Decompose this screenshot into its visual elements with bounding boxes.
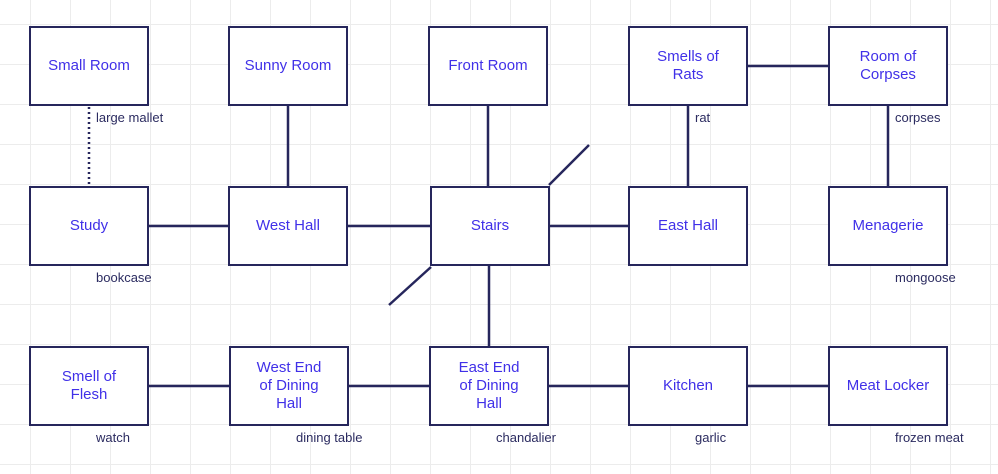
object-label-menagerie: mongoose [895,270,956,285]
room-name-west-hall: West Hall [256,217,320,234]
room-name-kitchen: Kitchen [662,377,714,394]
room-east-end-dining[interactable]: East End of Dining Hall [429,346,549,426]
object-label-study: bookcase [96,270,152,285]
room-study[interactable]: Study [29,186,149,266]
room-name-front-room: Front Room [448,57,528,74]
room-small-room[interactable]: Small Room [29,26,149,106]
room-stairs[interactable]: Stairs [430,186,550,266]
room-room-of-corpses[interactable]: Room of Corpses [828,26,948,106]
room-front-room[interactable]: Front Room [428,26,548,106]
room-name-smells-of-rats: Smells of Rats [657,48,719,83]
room-name-east-hall: East Hall [657,217,719,234]
object-label-smells-of-rats: rat [695,110,711,125]
object-label-room-of-corpses: corpses [895,110,941,125]
object-label-smell-of-flesh: watch [96,430,130,445]
room-name-west-end-dining: West End of Dining Hall [256,359,322,412]
room-name-small-room: Small Room [48,57,130,74]
room-smell-of-flesh[interactable]: Smell of Flesh [29,346,149,426]
object-label-west-end-dining: dining table [296,430,363,445]
room-name-stairs: Stairs [470,217,510,234]
room-meat-locker[interactable]: Meat Locker [828,346,948,426]
room-east-hall[interactable]: East Hall [628,186,748,266]
room-kitchen[interactable]: Kitchen [628,346,748,426]
room-name-meat-locker: Meat Locker [846,377,930,394]
room-smells-of-rats[interactable]: Smells of Rats [628,26,748,106]
object-label-east-end-dining: chandalier [496,430,556,445]
room-sunny-room[interactable]: Sunny Room [228,26,348,106]
connection-stairs-up-exit[interactable] [548,144,590,186]
object-label-meat-locker: frozen meat [895,430,964,445]
connection-stairs-down-exit[interactable] [388,266,432,306]
room-name-east-end-dining: East End of Dining Hall [458,359,520,412]
room-name-sunny-room: Sunny Room [244,57,332,74]
object-label-kitchen: garlic [695,430,727,445]
room-name-room-of-corpses: Room of Corpses [859,48,917,83]
room-name-menagerie: Menagerie [852,217,924,234]
object-label-small-room: large mallet [96,110,164,125]
room-name-study: Study [69,217,109,234]
room-name-smell-of-flesh: Smell of Flesh [61,368,117,403]
room-west-hall[interactable]: West Hall [228,186,348,266]
room-menagerie[interactable]: Menagerie [828,186,948,266]
room-west-end-dining[interactable]: West End of Dining Hall [229,346,349,426]
